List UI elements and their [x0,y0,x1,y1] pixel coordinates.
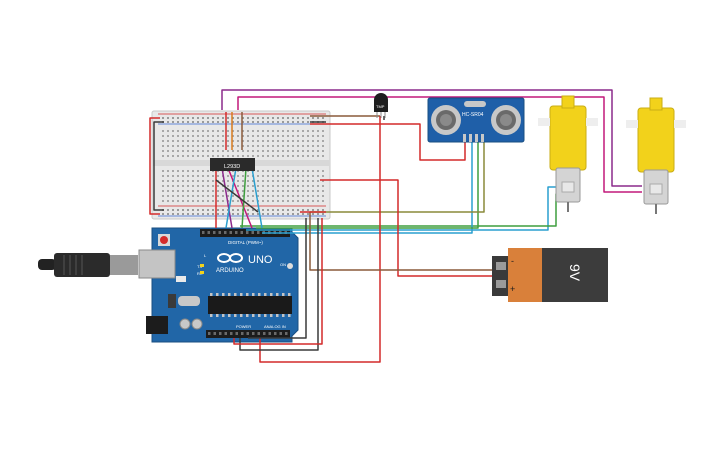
wire-green-sensor [256,140,479,229]
wire-red-sensor-vcc [310,123,466,161]
dc-gear-motor-1[interactable] [538,95,598,212]
arduino-model-text: UNO [248,254,273,266]
wire-purple-d2 [221,167,233,229]
wire-cyan-motor1 [246,186,556,231]
l-led-label: L [204,253,207,258]
battery-plus-label: + [510,284,515,294]
tx-label: TX [197,264,202,269]
l293d-driver-chip[interactable]: L293D [210,158,255,171]
wire-purple-motor2 [221,89,642,187]
tmp-sensor[interactable]: TMP [374,93,388,118]
hc-sr04-ultrasonic-sensor[interactable]: HC-SR04 [427,97,525,143]
wire-cyan-d4 [225,167,237,229]
driver-chip-label: L293D [224,164,240,170]
wire-dark-gnd2 [248,218,307,339]
arduino-logo-icon [217,253,243,263]
analog-header-label: ANALOG IN [264,324,286,329]
wires [149,89,642,363]
rx-label: RX [197,271,203,276]
wire-dark-rail-left [153,121,164,211]
battery-9v[interactable]: - + 9V [492,248,608,302]
wire-cyan-d6 [251,167,263,229]
wire-dark-d10 [215,179,259,213]
wire-magenta-motor2 [237,96,642,193]
ultrasonic-label: HC-SR04 [462,112,484,118]
dc-gear-motor-2[interactable] [626,97,686,214]
wire-red-5v [233,218,323,345]
arduino-logo-text: ARDUINO [216,268,244,274]
on-led-label: ON [280,262,286,267]
power-header-label: POWER [236,324,251,329]
digital-header-label: DIGITAL (PWM~) [228,240,263,245]
wire-red-rail-left [149,117,160,215]
wire-olive-sensor [310,140,485,213]
wire-cyan-sensor [262,140,473,234]
wire-red-battery [320,179,496,277]
battery-minus-label: - [511,256,514,266]
wire-brown-battery [309,212,496,271]
wire-green-d5 [241,167,247,229]
battery-voltage-label: 9V [567,264,583,282]
tmp-sensor-label: TMP [376,104,385,109]
arduino-uno-board[interactable]: ARDUINO UNO DIGITAL (PWM~) POWER ANALOG … [38,227,299,343]
